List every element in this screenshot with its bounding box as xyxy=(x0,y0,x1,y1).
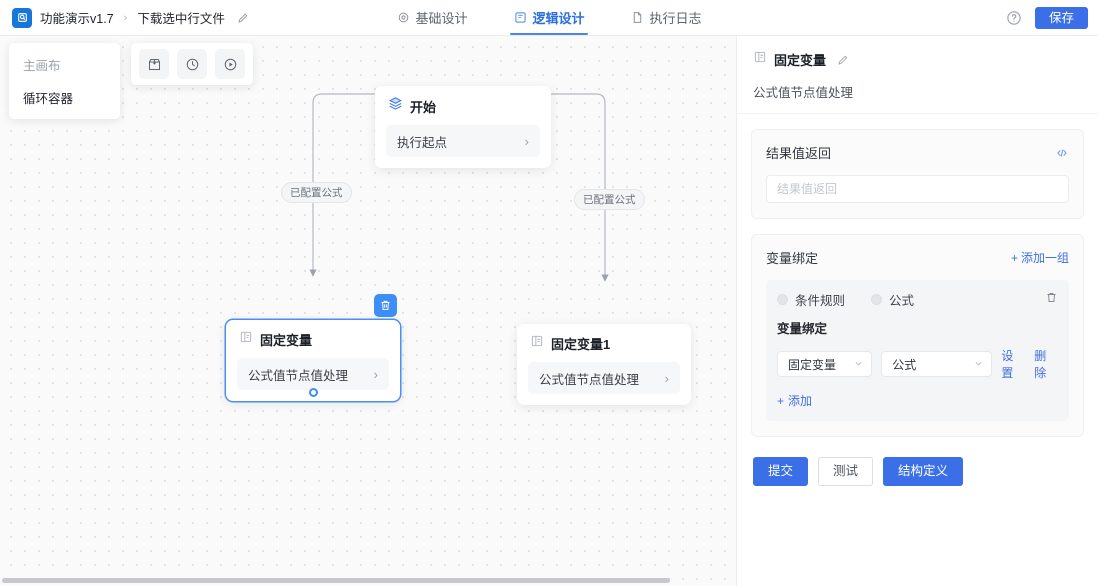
breadcrumb: 功能演示v1.7 › 下载选中行文件 xyxy=(0,7,249,28)
node-output-port[interactable] xyxy=(309,388,318,397)
canvas-switcher-item-main[interactable]: 主画布 xyxy=(23,59,61,73)
flow-canvas[interactable]: 已配置公式 已配置公式 主画布 循环容器 xyxy=(0,36,736,586)
top-bar: 功能演示v1.7 › 下载选中行文件 基础设计 xyxy=(0,0,1098,36)
variable-icon xyxy=(753,50,767,69)
flow-node-start[interactable]: 开始 执行起点 › xyxy=(375,86,551,168)
tab-logic-design-label: 逻辑设计 xyxy=(532,11,585,26)
settings-link[interactable]: 设置 xyxy=(1001,349,1014,380)
binding-select-row: 固定变量 公式 设置 删除 xyxy=(777,347,1058,381)
code-brackets-icon[interactable] xyxy=(1055,146,1069,160)
add-binding-label: 添加 xyxy=(788,394,813,408)
select-source-value: 公式 xyxy=(892,357,917,372)
pencil-icon[interactable] xyxy=(237,12,249,24)
tab-execution-log-label: 执行日志 xyxy=(649,11,702,26)
canvas-switcher: 主画布 循环容器 xyxy=(9,43,120,119)
radio-indicator xyxy=(777,294,788,305)
add-group-button[interactable]: + 添加一组 xyxy=(1011,249,1069,266)
node-body[interactable]: 执行起点 › xyxy=(386,125,540,157)
canvas-horizontal-scrollbar[interactable] xyxy=(0,577,736,584)
select-variable[interactable]: 固定变量 xyxy=(777,351,873,377)
variable-icon xyxy=(239,330,253,349)
result-card-title: 结果值返回 xyxy=(766,146,832,161)
properties-panel: 固定变量 公式值节点值处理 结果值返回 xyxy=(736,36,1098,586)
plus-icon: + xyxy=(1010,250,1018,265)
plus-icon: + xyxy=(777,393,785,408)
chevron-right-icon: › xyxy=(524,133,529,149)
edge-layer xyxy=(309,93,609,282)
breadcrumb-separator: › xyxy=(123,11,128,24)
chip-search-icon xyxy=(12,7,32,28)
radio-condition-rule-label: 条件规则 xyxy=(795,294,846,308)
chevron-right-icon: › xyxy=(373,366,378,382)
node-header: 开始 xyxy=(386,96,540,116)
select-variable-value: 固定变量 xyxy=(788,357,837,372)
binding-group: 条件规则 公式 变量绑定 固定变量 xyxy=(766,280,1069,421)
flow-node-fixed-variable-1[interactable]: 固定变量1 公式值节点值处理 › xyxy=(517,324,691,405)
tab-logic-design[interactable]: 逻辑设计 xyxy=(510,0,588,35)
node-header: 固定变量1 xyxy=(528,334,680,353)
pencil-icon[interactable] xyxy=(837,54,849,66)
edge-label[interactable]: 已配置公式 xyxy=(281,182,352,203)
canvas-toolbar xyxy=(131,43,253,85)
package-icon[interactable] xyxy=(139,49,169,79)
add-group-label: 添加一组 xyxy=(1020,251,1069,265)
node-title: 固定变量 xyxy=(260,333,313,348)
node-body-label: 公式值节点值处理 xyxy=(248,368,349,383)
radio-formula-label: 公式 xyxy=(889,294,915,308)
variable-icon xyxy=(530,334,544,353)
layers-icon xyxy=(388,96,403,116)
tab-basic-design[interactable]: 基础设计 xyxy=(394,0,469,35)
add-binding-button[interactable]: + 添加 xyxy=(777,392,1058,409)
node-title: 开始 xyxy=(410,99,437,115)
edge-label[interactable]: 已配置公式 xyxy=(574,189,645,210)
breadcrumb-root[interactable]: 功能演示v1.7 xyxy=(40,12,114,26)
flow-node-fixed-variable[interactable]: 固定变量 公式值节点值处理 › xyxy=(226,320,400,401)
node-body-label: 执行起点 xyxy=(397,135,448,150)
tab-basic-design-label: 基础设计 xyxy=(415,11,468,26)
test-button[interactable]: 测试 xyxy=(818,457,874,486)
node-header: 固定变量 xyxy=(237,330,389,349)
radio-formula[interactable]: 公式 xyxy=(871,290,914,309)
question-circle-icon[interactable] xyxy=(1006,10,1023,27)
breadcrumb-current[interactable]: 下载选中行文件 xyxy=(137,12,225,26)
flow-icon xyxy=(513,11,527,25)
document-icon xyxy=(631,11,645,25)
variable-binding-card: 变量绑定 + 添加一组 条件规则 公式 xyxy=(751,234,1084,437)
play-circle-icon[interactable] xyxy=(215,49,245,79)
gear-icon xyxy=(396,11,410,25)
save-button[interactable]: 保存 xyxy=(1034,6,1088,30)
panel-title: 固定变量 xyxy=(774,53,827,68)
structure-definition-button[interactable]: 结构定义 xyxy=(883,457,964,486)
submit-button[interactable]: 提交 xyxy=(753,457,809,486)
chevron-down-icon xyxy=(854,359,863,370)
panel-action-buttons: 提交 测试 结构定义 xyxy=(753,457,1098,486)
radio-indicator xyxy=(871,294,883,305)
scrollbar-thumb[interactable] xyxy=(2,578,670,583)
node-body[interactable]: 公式值节点值处理 › xyxy=(237,358,389,390)
main-tabs: 基础设计 逻辑设计 执行日志 xyxy=(0,0,1098,35)
topbar-actions: 保存 xyxy=(1006,0,1088,36)
result-value-input[interactable] xyxy=(766,175,1069,203)
panel-header: 固定变量 公式值节点值处理 xyxy=(737,36,1098,114)
radio-condition-rule[interactable]: 条件规则 xyxy=(777,290,845,309)
chevron-right-icon: › xyxy=(664,370,669,386)
binding-group-label: 变量绑定 xyxy=(777,322,828,336)
select-source[interactable]: 公式 xyxy=(881,351,993,377)
binding-mode-radios: 条件规则 公式 xyxy=(777,290,1058,309)
binding-card-title: 变量绑定 xyxy=(766,251,819,266)
canvas-switcher-item-loop[interactable]: 循环容器 xyxy=(23,92,74,106)
node-body-label: 公式值节点值处理 xyxy=(539,372,640,387)
clock-icon[interactable] xyxy=(177,49,207,79)
group-delete-button[interactable] xyxy=(1045,291,1058,309)
result-value-card: 结果值返回 xyxy=(751,129,1084,219)
chevron-down-icon xyxy=(974,359,983,370)
node-delete-button[interactable] xyxy=(374,294,397,317)
node-title: 固定变量1 xyxy=(551,337,611,352)
node-body[interactable]: 公式值节点值处理 › xyxy=(528,362,680,394)
panel-subtitle: 公式值节点值处理 xyxy=(753,86,854,100)
tab-execution-log[interactable]: 执行日志 xyxy=(629,0,704,35)
delete-link[interactable]: 删除 xyxy=(1034,349,1047,380)
